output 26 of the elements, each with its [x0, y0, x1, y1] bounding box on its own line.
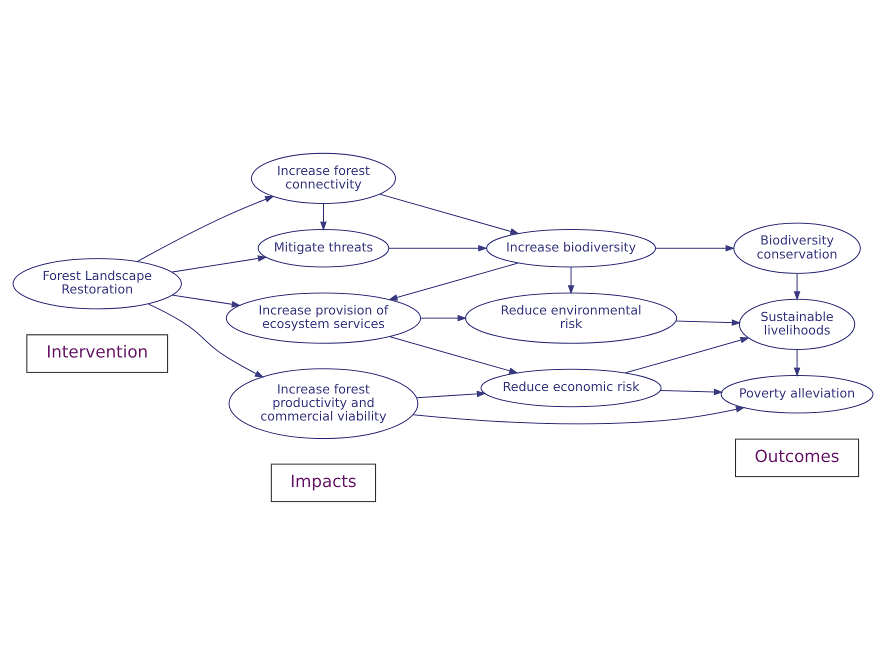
arrow	[172, 294, 241, 307]
arrow	[320, 203, 326, 231]
node-box: Impacts	[270, 463, 376, 502]
arrow	[379, 193, 520, 234]
arrow	[660, 388, 723, 395]
arrow	[655, 244, 734, 252]
arrow	[420, 314, 467, 321]
arrow	[416, 390, 486, 398]
arrow	[624, 336, 750, 373]
arrow	[389, 336, 518, 374]
node-ellipse: Forest Landscape Restoration	[12, 258, 182, 309]
arrow	[412, 406, 745, 424]
arrow	[567, 266, 574, 294]
arrow	[147, 302, 264, 378]
node-ellipse: Biodiversity conservation	[732, 222, 860, 274]
node-ellipse: Reduce environmental risk	[464, 292, 677, 344]
arrow	[136, 195, 274, 262]
arrow	[793, 273, 800, 300]
node-box: Intervention	[26, 334, 168, 372]
arrow	[388, 262, 518, 300]
arrow	[793, 349, 800, 376]
node-box: Outcomes	[734, 438, 859, 477]
node-ellipse: Increase forest productivity and commercial viability	[228, 368, 418, 439]
arrow	[388, 244, 488, 252]
arrow	[675, 318, 741, 326]
arrow	[171, 254, 267, 272]
